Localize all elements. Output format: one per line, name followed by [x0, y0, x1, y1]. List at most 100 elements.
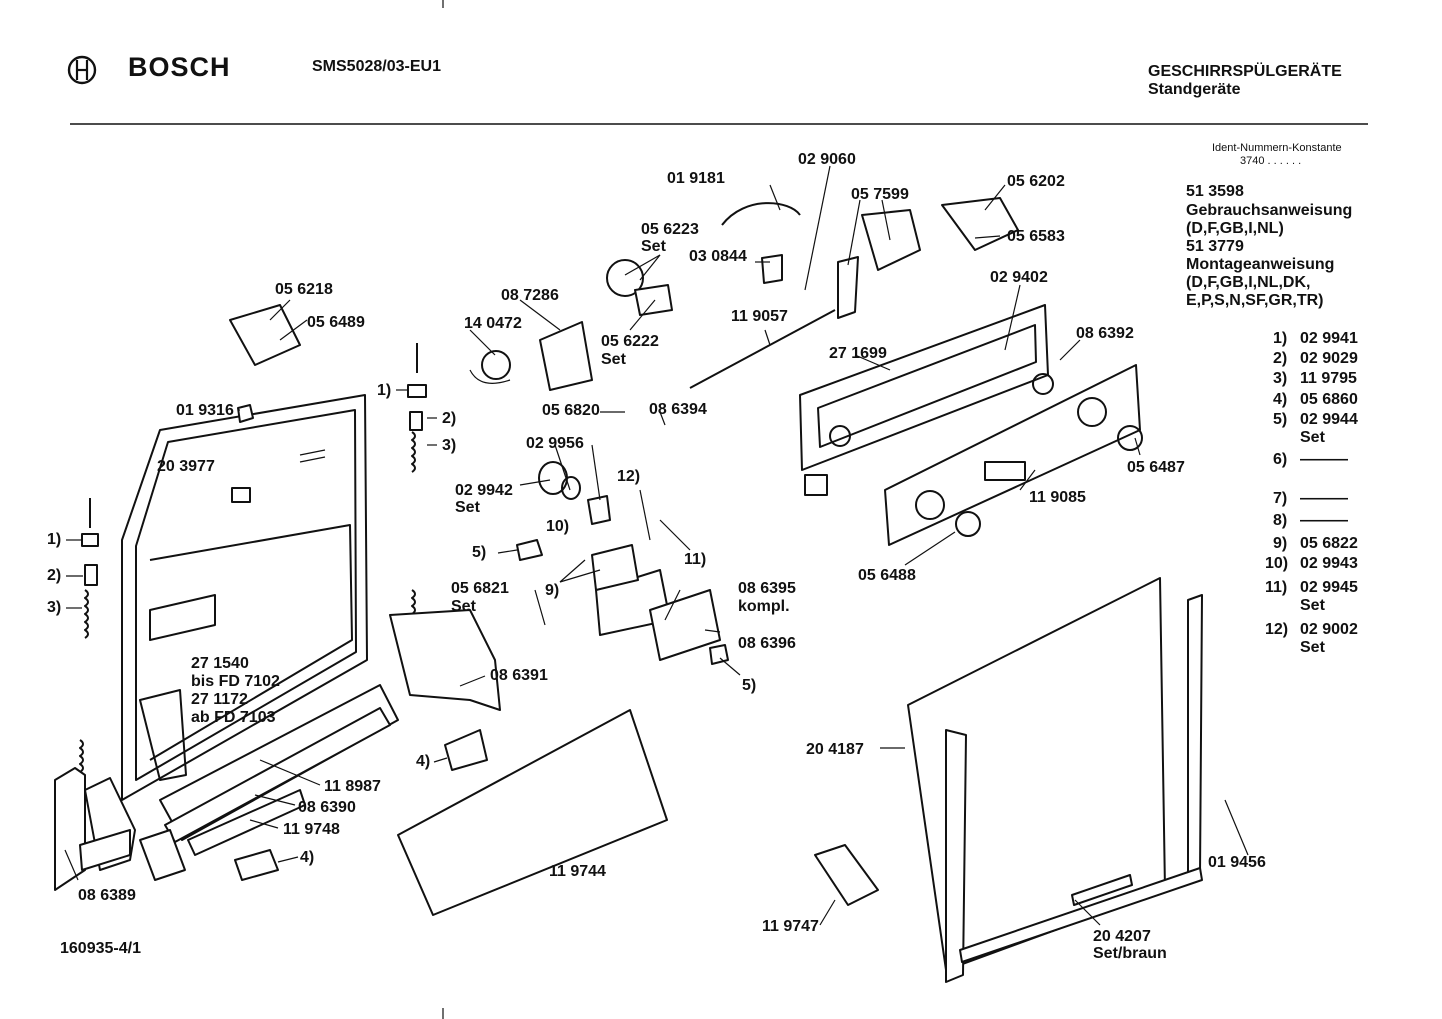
part-label: Set	[451, 598, 476, 615]
note-value: 05 6822	[1300, 535, 1358, 552]
part-label: 05 6487	[1127, 459, 1185, 476]
category-title: GESCHIRRSPÜLGERÄTE	[1148, 63, 1342, 80]
callout-label: 12)	[617, 468, 641, 485]
door-lock-part	[229, 304, 729, 665]
part-label: 05 6202	[1007, 173, 1065, 190]
note-value: ———	[1300, 490, 1348, 507]
note-key: 9)	[1273, 535, 1288, 552]
part-label: kompl.	[738, 598, 790, 615]
control-panel-part	[799, 304, 1054, 496]
part-label: 05 6489	[307, 314, 365, 331]
note-value: 02 9943	[1300, 555, 1358, 572]
callout-label: 2)	[47, 567, 62, 584]
part-label: 03 0844	[689, 248, 747, 265]
part-label: ab FD 7103	[191, 709, 276, 726]
part-label: 08 6392	[1076, 325, 1134, 342]
part-label: 11 9748	[283, 821, 340, 838]
part-label: 11 9085	[1029, 489, 1086, 506]
toe-kick-part	[397, 709, 668, 916]
hinge-assembly-right	[389, 343, 501, 711]
part-label: 08 6390	[298, 799, 356, 816]
note-extra: Set	[1300, 639, 1325, 656]
note-key: 3)	[1273, 370, 1288, 387]
model-number: SMS5028/03-EU1	[312, 58, 441, 75]
note-key: 8)	[1273, 512, 1288, 529]
part-label: Set	[601, 351, 626, 368]
note-extra: Set	[1300, 429, 1325, 446]
part-label: 05 6223	[641, 221, 699, 238]
part-label: 05 6820	[542, 402, 600, 419]
part-label: 05 6488	[858, 567, 916, 584]
part-label: 11 9744	[549, 863, 606, 880]
part-label: 02 9942	[455, 482, 513, 499]
part-label: 11 9057	[731, 308, 788, 325]
part-label: 05 6821	[451, 580, 509, 597]
category-subtitle: Standgeräte	[1148, 81, 1241, 98]
part-label: 01 9456	[1208, 854, 1266, 871]
part-label: 11 8987	[324, 778, 381, 795]
callout-label: 11)	[684, 551, 707, 568]
doc-line: Gebrauchsanweisung	[1186, 202, 1353, 219]
note-value: 02 9029	[1300, 350, 1358, 367]
doc-number: 51 3779	[1186, 238, 1244, 255]
hinge-assembly-left	[54, 498, 136, 891]
note-key: 2)	[1273, 350, 1288, 367]
note-value: 02 9002	[1300, 621, 1358, 638]
part-label: 01 9181	[667, 170, 725, 187]
doc-line: Montageanweisung	[1186, 256, 1335, 273]
callout-label: 2)	[442, 410, 457, 427]
part-label: 08 6389	[78, 887, 136, 904]
part-label: 05 6218	[275, 281, 333, 298]
bosch-logo-icon	[67, 55, 97, 85]
front-panel-part	[884, 364, 1143, 546]
callout-label: 3)	[47, 599, 62, 616]
note-value: 05 6860	[1300, 391, 1358, 408]
part-label: 11 9747	[762, 918, 819, 935]
drawing-number: 160935-4/1	[60, 940, 141, 957]
part-label: 20 3977	[157, 458, 215, 475]
part-label: 08 6391	[490, 667, 548, 684]
doc-number: 51 3598	[1186, 183, 1244, 200]
callout-label: 1)	[377, 382, 392, 399]
note-key: 11)	[1265, 579, 1288, 596]
part-label: 08 7286	[501, 287, 559, 304]
part-label: 27 1699	[829, 345, 887, 362]
part-label: 02 9060	[798, 151, 856, 168]
callout-label: 1)	[47, 531, 62, 548]
part-label: 27 1540	[191, 655, 249, 672]
note-key: 4)	[1273, 391, 1288, 408]
note-key: 7)	[1273, 490, 1288, 507]
note-value: ———	[1300, 451, 1348, 468]
leader-lines	[64, 165, 1249, 926]
part-label: 05 6222	[601, 333, 659, 350]
callout-label: 5)	[472, 544, 487, 561]
part-label: 05 7599	[851, 186, 909, 203]
callout-label: 4)	[416, 753, 431, 770]
part-label: 05 6583	[1007, 228, 1065, 245]
note-key: 6)	[1273, 451, 1288, 468]
note-value: 02 9945	[1300, 579, 1358, 596]
doc-line: E,P,S,N,SF,GR,TR)	[1186, 292, 1324, 309]
part-label: Set/braun	[1093, 945, 1167, 962]
outer-door-part	[814, 577, 1203, 983]
brand-name: BOSCH	[128, 52, 231, 82]
doc-line: (D,F,GB,I,NL,DK,	[1186, 274, 1311, 291]
door-frame-part	[121, 394, 368, 801]
part-label: 27 1172	[191, 691, 248, 708]
part-label: 08 6394	[649, 401, 707, 418]
part-label: 14 0472	[464, 315, 522, 332]
note-key: 12)	[1265, 621, 1289, 638]
part-label: bis FD 7102	[191, 673, 280, 690]
part-label: 08 6395	[738, 580, 796, 597]
note-value: 02 9941	[1300, 330, 1358, 347]
doc-line: (D,F,GB,I,NL)	[1186, 220, 1284, 237]
callout-label: 9)	[545, 582, 560, 599]
note-key: 5)	[1273, 411, 1288, 428]
callout-label: 10)	[546, 518, 570, 535]
part-label: 08 6396	[738, 635, 796, 652]
part-label: 20 4187	[806, 741, 864, 758]
note-value: ———	[1300, 512, 1348, 529]
callout-label: 3)	[442, 437, 457, 454]
callout-label: 5)	[742, 677, 757, 694]
